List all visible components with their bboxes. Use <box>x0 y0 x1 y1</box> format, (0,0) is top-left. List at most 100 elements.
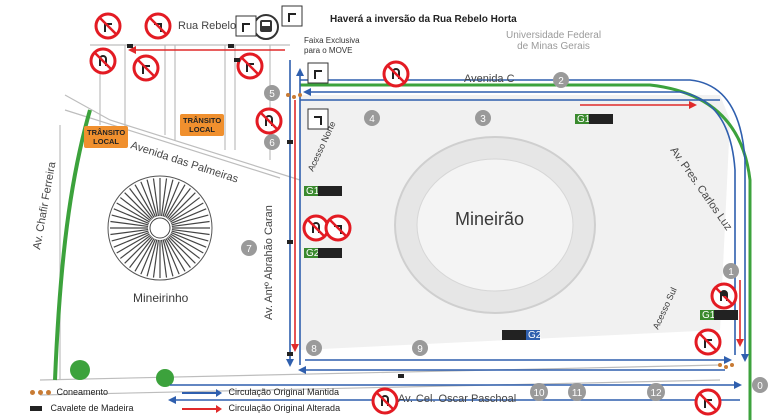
arena-ray <box>171 228 210 236</box>
local-traffic-badge: TRÂNSITO LOCAL <box>84 126 129 148</box>
right-turn-arrow-icon <box>235 15 257 37</box>
gate-number: 1 <box>728 267 734 278</box>
arena-ray <box>170 233 204 254</box>
arena-ray <box>111 230 149 242</box>
arena-ray <box>116 202 150 223</box>
arena-ray <box>160 178 168 217</box>
gate-number: 10 <box>533 388 545 399</box>
gate-number: 0 <box>757 381 763 392</box>
gate-number: 12 <box>650 388 662 399</box>
gate-number: 5 <box>269 89 275 100</box>
arena-ray <box>116 233 150 254</box>
right-turn-arrow-icon <box>307 62 329 84</box>
parking-code: G2 <box>306 248 320 259</box>
local-traffic-line-1: TRÂNSITO <box>183 116 222 125</box>
roundabout-east <box>156 369 174 387</box>
original-routes <box>168 60 749 404</box>
arena-ray <box>170 208 207 224</box>
arena-ray <box>111 214 149 226</box>
bus-lane-line-1: Faixa Exclusiva <box>304 36 360 45</box>
gate-number: 7 <box>246 244 252 255</box>
street-label-oscar-paschoal: Av. Cel. Oscar Paschoal <box>398 393 516 405</box>
green-lane-west <box>53 109 92 381</box>
sign-no-right-turn-icon <box>94 12 122 40</box>
arena-ray <box>119 234 151 259</box>
arena-ray <box>110 220 149 228</box>
parking-tags: G1 G1 G2 G2 G1 <box>304 114 738 341</box>
university-line-1: Universidade Federal <box>506 30 602 41</box>
green-lane-east <box>300 83 752 420</box>
arena-ray <box>166 237 191 269</box>
bus-lane-label: Faixa Exclusiva para o MOVE <box>304 36 360 56</box>
arena-ray <box>165 238 186 272</box>
gate-pills: 0 1 2 3 4 5 6 7 8 9 10 11 12 <box>241 72 768 401</box>
arena-ray <box>140 238 156 275</box>
local-traffic-line-2: LOCAL <box>93 137 120 146</box>
altered-routes <box>128 46 744 352</box>
sign-no-u-turn-icon <box>382 60 410 88</box>
street-label-abrahao: Av. Antº Abrahão Caran <box>263 205 275 320</box>
arena-ray <box>113 232 150 248</box>
arena-ray <box>171 220 210 228</box>
gate-number: 2 <box>558 76 564 87</box>
university-line-2: de Minas Gerais <box>517 41 590 52</box>
arena-ray <box>164 238 180 275</box>
university-label: Universidade Federal de Minas Gerais <box>506 30 601 52</box>
local-traffic-badge: TRÂNSITO LOCAL <box>180 114 225 136</box>
roundabout-west <box>70 360 90 380</box>
gate-number: 6 <box>269 138 275 149</box>
inversion-notice: Haverá a inversão da Rua Rebelo Horta <box>330 14 517 25</box>
sign-no-right-turn-icon <box>694 388 722 416</box>
arena-ray <box>166 187 191 219</box>
sign-no-u-turn-icon <box>89 47 117 75</box>
gate-number: 8 <box>311 344 317 355</box>
place-label-mineirinho: Mineirinho <box>133 291 189 305</box>
mineirinho-arena <box>107 175 213 281</box>
arena-ray <box>169 234 201 259</box>
arena-ray <box>134 184 155 218</box>
gate-number: 11 <box>572 388 583 399</box>
arena-ray <box>162 179 174 217</box>
parking-code: G2 <box>528 330 542 341</box>
arena-ray <box>110 228 149 236</box>
arena-ray <box>168 236 196 264</box>
sign-no-u-turn-icon <box>302 214 330 242</box>
bus-icon <box>253 14 279 40</box>
arena-ray <box>164 181 180 218</box>
street-label-avenida-c: Avenida C <box>464 73 515 85</box>
sign-no-right-turn-icon <box>132 54 160 82</box>
gate-number: 9 <box>417 344 423 355</box>
local-traffic-line-2: LOCAL <box>189 125 216 134</box>
arena-ray <box>165 184 186 218</box>
place-label-mineirao: Mineirão <box>455 209 524 229</box>
arena-ray <box>146 239 158 277</box>
arena-ray <box>134 238 155 272</box>
arena-ray <box>169 197 201 222</box>
arena-ray <box>152 178 160 217</box>
arena-ray <box>170 232 207 248</box>
arena-ray <box>171 230 209 242</box>
sign-no-left-turn-icon <box>144 12 172 40</box>
arena-ray <box>124 192 152 220</box>
bus-lane-line-2: para o MOVE <box>304 46 353 55</box>
arena-ray <box>162 239 174 277</box>
gate-number: 4 <box>369 114 375 125</box>
arena-ray <box>124 236 152 264</box>
gate-number: 3 <box>480 114 486 125</box>
arena-ray <box>113 208 150 224</box>
street-grid <box>39 44 721 396</box>
parking-code: G1 <box>702 310 716 321</box>
sign-no-right-turn-icon <box>236 52 264 80</box>
street-label-chafir: Av. Chafir Ferreira <box>31 160 58 250</box>
arena-ray <box>160 239 168 278</box>
sign-no-u-turn-icon <box>255 107 283 135</box>
local-traffic-line-1: TRÂNSITO <box>87 128 126 137</box>
sign-no-u-turn-icon <box>371 387 399 415</box>
sign-no-left-turn-icon <box>324 214 352 242</box>
arena-ray <box>168 192 196 220</box>
arena-ray <box>170 202 204 223</box>
parking-code: G1 <box>577 114 591 125</box>
arena-ray <box>129 187 154 219</box>
left-turn-arrow-icon <box>307 108 329 130</box>
